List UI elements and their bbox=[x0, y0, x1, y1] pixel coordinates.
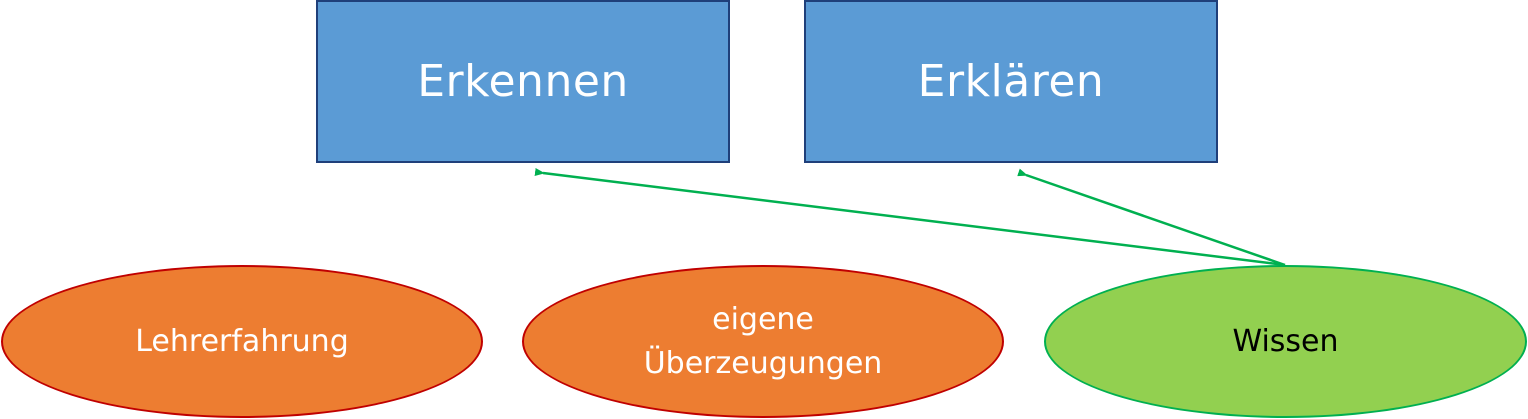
wissen-label: Wissen bbox=[1232, 323, 1339, 359]
erkennen-box: Erkennen bbox=[316, 0, 730, 163]
erkennen-label: Erkennen bbox=[417, 56, 629, 107]
wissen-ellipse: Wissen bbox=[1044, 265, 1527, 418]
eigene-ueberzeugungen-text: eigene Überzeugungen bbox=[644, 298, 883, 385]
erklaeren-box: Erklären bbox=[804, 0, 1218, 163]
erklaeren-label: Erklären bbox=[917, 56, 1105, 107]
eigene-label: eigene bbox=[712, 302, 814, 337]
lehrerfahrung-ellipse: Lehrerfahrung bbox=[1, 265, 483, 418]
lehrerfahrung-label: Lehrerfahrung bbox=[135, 323, 349, 359]
ueberzeugungen-label: Überzeugungen bbox=[643, 345, 883, 381]
eigene-ueberzeugungen-ellipse: eigene Überzeugungen bbox=[522, 265, 1004, 418]
arrow-wissen-to-erkennen bbox=[534, 168, 1286, 267]
arrow-wissen-to-erklaeren bbox=[1017, 168, 1286, 267]
